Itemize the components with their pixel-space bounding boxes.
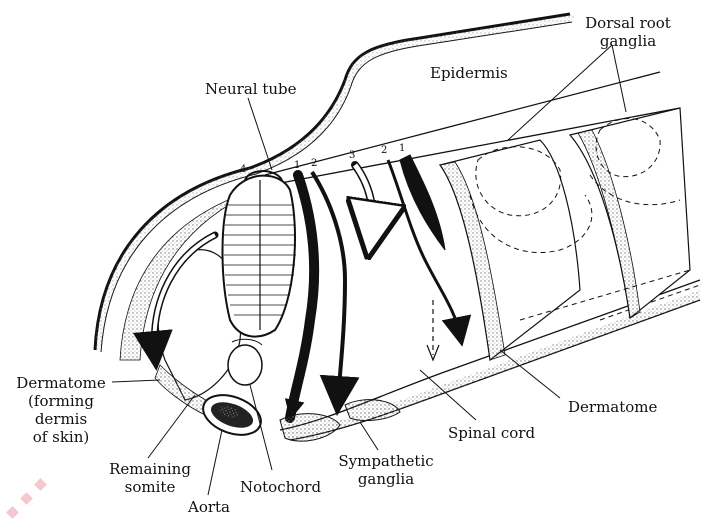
label-dermatome-left: Dermatome (forming dermis of skin) — [2, 374, 120, 446]
label-neural-tube: Neural tube — [205, 80, 297, 98]
label-epidermis: Epidermis — [430, 64, 508, 82]
path-num-2b: 2 — [381, 145, 387, 156]
path-num-2a: 2 — [311, 158, 317, 169]
path-num-1a: 1 — [294, 160, 300, 171]
label-dorsal-root-ganglia: Dorsal root ganglia — [568, 14, 688, 50]
path-num-3: 3 — [349, 150, 355, 161]
label-dermatome-right: Dermatome — [568, 398, 657, 416]
path-num-4: 4 — [240, 164, 246, 175]
label-remaining-somite: Remaining somite — [105, 460, 195, 496]
cross-section — [154, 171, 296, 442]
label-spinal-cord: Spinal cord — [448, 424, 535, 442]
label-sympathetic-ganglia: Sympathetic ganglia — [336, 452, 436, 488]
migration-pathways — [290, 155, 460, 418]
label-aorta: Aorta — [188, 498, 230, 516]
path-num-1b: 1 — [399, 143, 405, 154]
label-notochord: Notochord — [240, 478, 321, 496]
